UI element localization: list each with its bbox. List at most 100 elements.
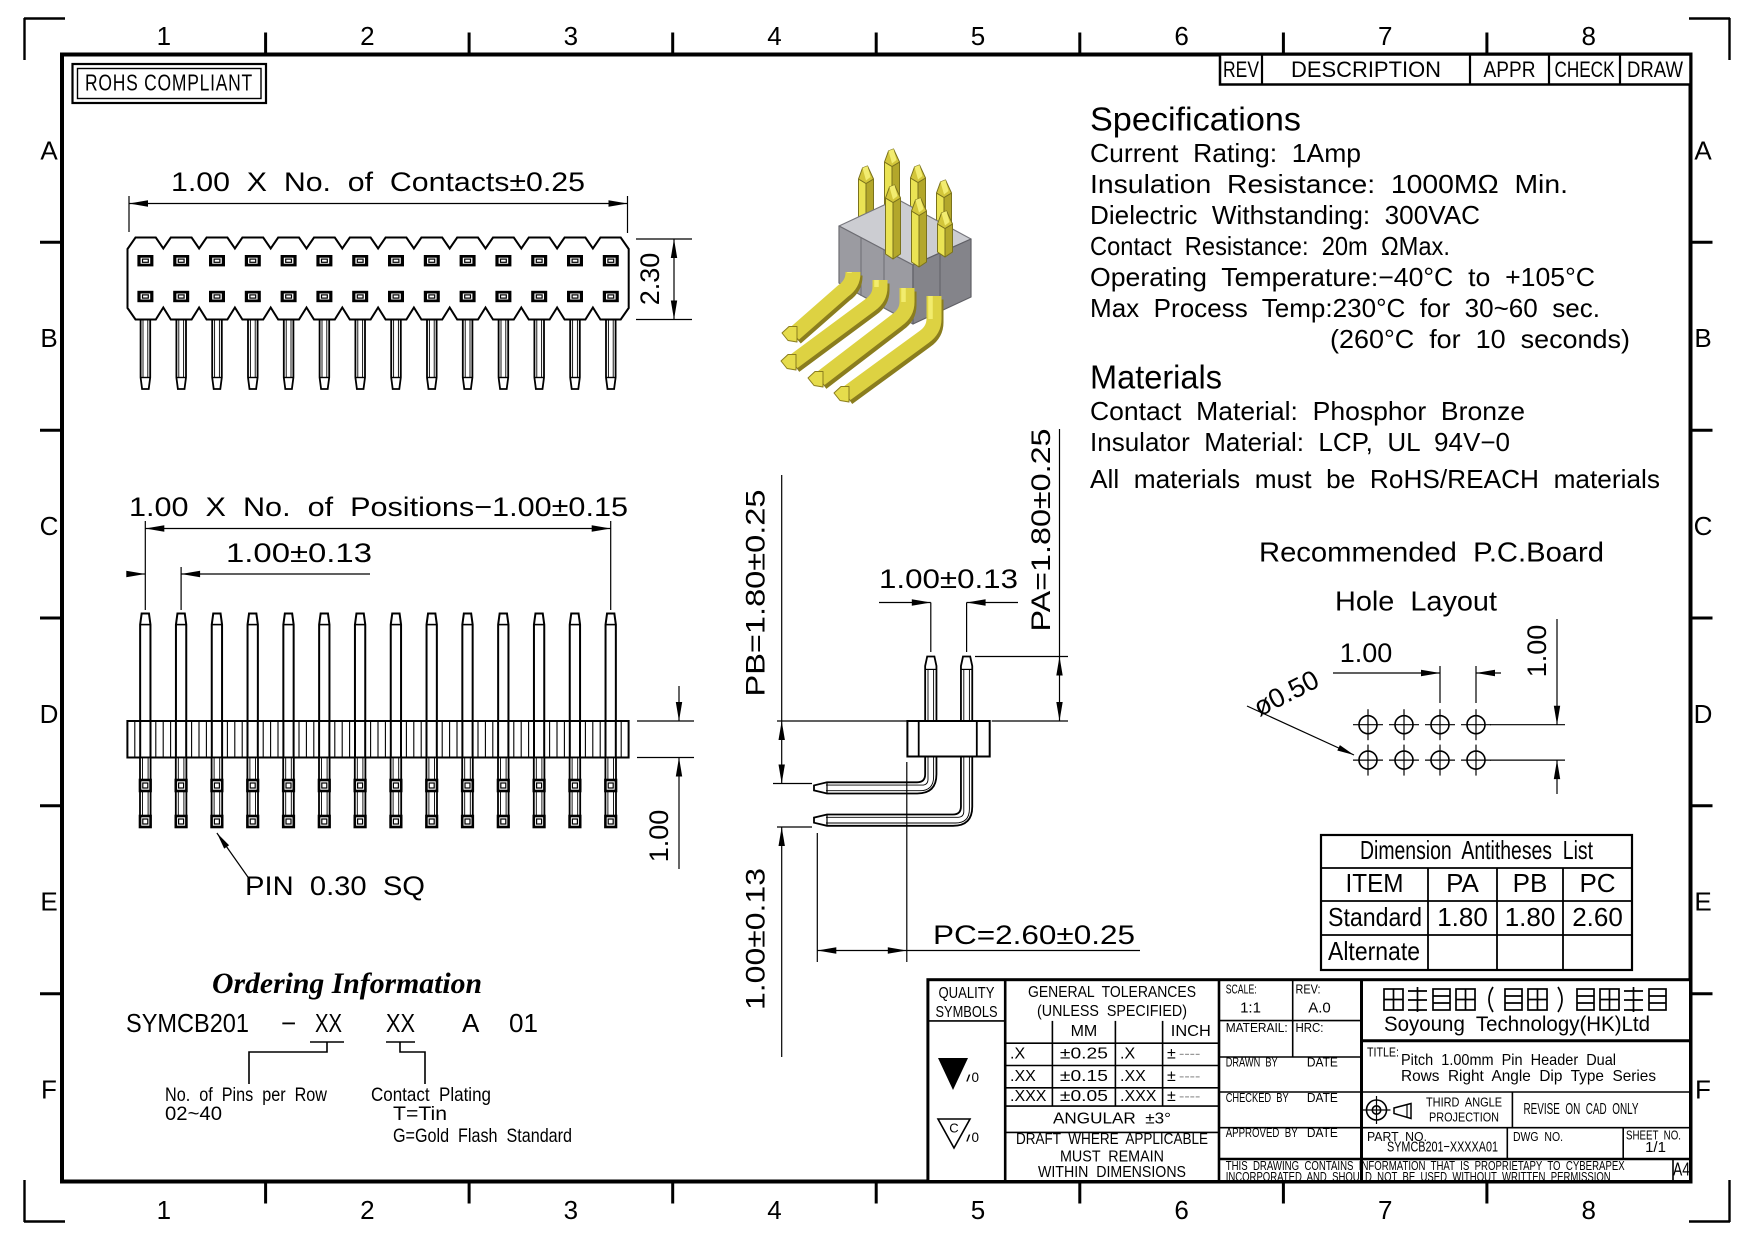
svg-text:8: 8 xyxy=(1581,1195,1595,1225)
svg-text:PART NO.: PART NO. xyxy=(1367,1129,1427,1144)
svg-text:.XXX: .XXX xyxy=(1010,1088,1047,1105)
svg-text:C: C xyxy=(1694,511,1713,541)
svg-text:MM: MM xyxy=(1071,1023,1098,1040)
svg-text:E: E xyxy=(1694,887,1711,917)
svg-text:ANGULAR ±3°: ANGULAR ±3° xyxy=(1053,1110,1171,1127)
svg-text:INCORPORATED AND SHOULD NOT: INCORPORATED AND SHOULD NOT BE USED WITH… xyxy=(1226,1170,1611,1184)
svg-text:5: 5 xyxy=(971,1195,985,1225)
svg-text:THIRD ANGLE: THIRD ANGLE xyxy=(1426,1095,1502,1109)
svg-text:±: ± xyxy=(1167,1088,1176,1105)
svg-text:1.80: 1.80 xyxy=(1437,902,1488,932)
svg-text:CHECKED BY: CHECKED BY xyxy=(1226,1091,1289,1105)
svg-text:----: ---- xyxy=(1179,1068,1200,1085)
svg-text:B: B xyxy=(40,323,57,353)
svg-text:2: 2 xyxy=(360,1195,374,1225)
svg-text:1: 1 xyxy=(157,21,171,51)
svg-text:Pitch 1.00mm Pin Header Du: Pitch 1.00mm Pin Header Dual xyxy=(1401,1052,1616,1069)
svg-text:Ordering Information: Ordering Information xyxy=(212,967,482,1000)
svg-text:1:1: 1:1 xyxy=(1240,999,1261,1016)
svg-text:Standard: Standard xyxy=(1328,902,1422,932)
svg-text:SYMBOLS: SYMBOLS xyxy=(936,1004,998,1021)
svg-text:0: 0 xyxy=(972,1130,980,1145)
svg-text:1.00: 1.00 xyxy=(1522,625,1552,678)
svg-text:Alternate: Alternate xyxy=(1328,936,1420,966)
svg-text:G=Gold Flash Standard: G=Gold Flash Standard xyxy=(393,1125,572,1147)
svg-text:D: D xyxy=(40,699,59,729)
svg-text:HRC:: HRC: xyxy=(1296,1021,1324,1035)
svg-text:Dielectric Withstanding: 300: Dielectric Withstanding: 300VAC xyxy=(1090,200,1480,230)
svg-text:1.00: 1.00 xyxy=(1340,638,1393,668)
svg-text:TITLE:: TITLE: xyxy=(1367,1044,1399,1059)
svg-text:1.00 X No. of Contacts±0.2: 1.00 X No. of Contacts±0.25 xyxy=(171,167,585,197)
svg-text:3: 3 xyxy=(564,21,578,51)
svg-text:SCALE:: SCALE: xyxy=(1226,982,1257,996)
svg-text:0: 0 xyxy=(972,1070,980,1085)
svg-text:D: D xyxy=(1694,699,1713,729)
svg-text:1.80: 1.80 xyxy=(1505,902,1556,932)
svg-text:2: 2 xyxy=(360,21,374,51)
svg-text:THIS DRAWING CONTAINS INFOR: THIS DRAWING CONTAINS INFORMATION THAT I… xyxy=(1226,1159,1626,1173)
svg-text:.XX: .XX xyxy=(1010,1068,1036,1085)
svg-text:DRAFT WHERE APPLICABLE: DRAFT WHERE APPLICABLE xyxy=(1016,1131,1208,1148)
svg-text:INCH: INCH xyxy=(1171,1023,1211,1040)
svg-text:PA=1.80±0.25: PA=1.80±0.25 xyxy=(1026,429,1056,632)
svg-text:Materials: Materials xyxy=(1090,359,1222,396)
svg-text:GENERAL TOLERANCES: GENERAL TOLERANCES xyxy=(1028,984,1196,1001)
svg-text:PROJECTION: PROJECTION xyxy=(1429,1110,1499,1124)
svg-text:1: 1 xyxy=(157,1195,171,1225)
svg-text:PIN 0.30 SQ: PIN 0.30 SQ xyxy=(245,871,425,901)
svg-text:DATE: DATE xyxy=(1307,1126,1338,1140)
svg-text:E: E xyxy=(40,887,57,917)
svg-text:PC=2.60±0.25: PC=2.60±0.25 xyxy=(933,920,1135,950)
svg-text:WITHIN DIMENSIONS: WITHIN DIMENSIONS xyxy=(1038,1164,1186,1181)
svg-text:.X: .X xyxy=(1010,1046,1025,1063)
svg-text:A.0: A.0 xyxy=(1308,999,1331,1016)
svg-text:.X: .X xyxy=(1120,1046,1135,1063)
svg-text:1.00±0.13: 1.00±0.13 xyxy=(741,868,771,1010)
svg-text:±0.25: ±0.25 xyxy=(1060,1046,1108,1063)
svg-text:(UNLESS SPECIFIED): (UNLESS SPECIFIED) xyxy=(1037,1003,1187,1020)
svg-text:All materials must be RoHS: All materials must be RoHS/REACH materia… xyxy=(1090,464,1660,494)
svg-text:1.00±0.13: 1.00±0.13 xyxy=(226,538,372,568)
svg-text:±0.15: ±0.15 xyxy=(1060,1068,1108,1085)
svg-text:ROHS COMPLIANT: ROHS COMPLIANT xyxy=(85,70,253,96)
svg-text:MUST REMAIN: MUST REMAIN xyxy=(1060,1149,1164,1166)
svg-text:3: 3 xyxy=(564,1195,578,1225)
svg-text:6: 6 xyxy=(1174,1195,1188,1225)
svg-text:.XXX: .XXX xyxy=(1120,1088,1157,1105)
svg-text:Current Rating: 1Amp: Current Rating: 1Amp xyxy=(1090,138,1361,168)
svg-text:2.60: 2.60 xyxy=(1572,902,1623,932)
svg-text:F: F xyxy=(1695,1074,1711,1104)
svg-text:Insulator Material: LCP, UL: Insulator Material: LCP, UL 94V−0 xyxy=(1090,427,1510,457)
svg-text:Dimension Antitheses List: Dimension Antitheses List xyxy=(1360,835,1594,865)
svg-text:APPROVED BY: APPROVED BY xyxy=(1226,1126,1299,1140)
svg-text:DATE: DATE xyxy=(1307,1055,1338,1069)
svg-text:----: ---- xyxy=(1179,1046,1200,1063)
svg-text:B: B xyxy=(1694,323,1711,353)
svg-text:A: A xyxy=(1694,135,1712,165)
svg-text:4: 4 xyxy=(767,21,781,51)
svg-text:----: ---- xyxy=(1179,1088,1200,1105)
svg-text:±0.05: ±0.05 xyxy=(1060,1088,1108,1105)
svg-text:1.00±0.13: 1.00±0.13 xyxy=(879,564,1018,594)
svg-text:PC: PC xyxy=(1579,868,1615,898)
svg-text:Hole Layout: Hole Layout xyxy=(1335,585,1497,616)
svg-text:Soyoung Technology(HK)Ltd: Soyoung Technology(HK)Ltd xyxy=(1384,1013,1650,1036)
svg-text:Insulation Resistance: 1000M: Insulation Resistance: 1000MΩ Min. xyxy=(1090,169,1568,199)
svg-text:QUALITY: QUALITY xyxy=(939,985,995,1002)
svg-text:Contact Material: Phosphor: Contact Material: Phosphor Bronze xyxy=(1090,396,1525,426)
svg-text:1.00: 1.00 xyxy=(644,810,674,863)
svg-text:SHEET NO.: SHEET NO. xyxy=(1626,1127,1681,1142)
svg-text:DWG NO.: DWG NO. xyxy=(1513,1129,1563,1144)
svg-text:01: 01 xyxy=(509,1008,538,1038)
svg-text:T=Tin: T=Tin xyxy=(393,1103,447,1125)
svg-text:REV:: REV: xyxy=(1296,982,1321,996)
svg-text:1.00 X No. of Positions−1.: 1.00 X No. of Positions−1.00±0.15 xyxy=(129,492,628,522)
svg-text:DESCRIPTION: DESCRIPTION xyxy=(1291,57,1441,82)
svg-text:Max Process Temp:230°C for: Max Process Temp:230°C for 30~60 sec. xyxy=(1090,293,1600,323)
svg-text:APPR: APPR xyxy=(1484,57,1536,82)
svg-text:Contact Resistance: 20m ΩMa: Contact Resistance: 20m ΩMax. xyxy=(1090,231,1450,261)
svg-text:Specifications: Specifications xyxy=(1090,101,1301,138)
svg-text:Operating Temperature:−40°C: Operating Temperature:−40°C to +105°C xyxy=(1090,262,1595,292)
svg-text:02~40: 02~40 xyxy=(165,1103,222,1125)
